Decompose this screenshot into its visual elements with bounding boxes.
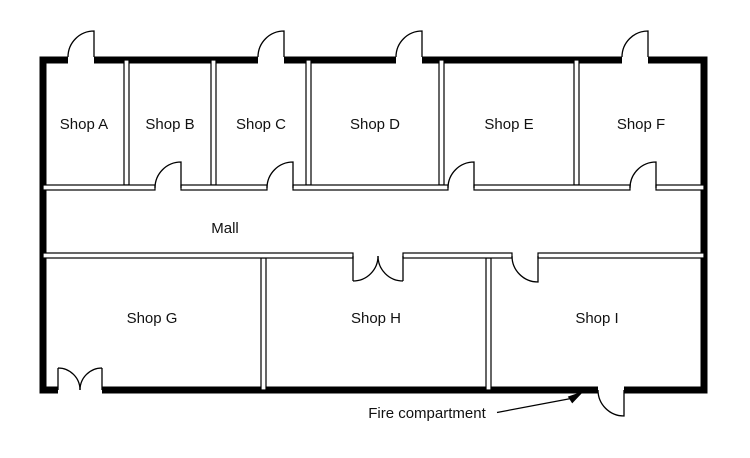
- wall-shop-e-f: [573, 59, 580, 186]
- door-shop-d-exterior-icon: [395, 30, 423, 58]
- wall-shop-g-h: [260, 257, 267, 391]
- opening-shop-a-exterior: [68, 53, 94, 64]
- interior-walls: [42, 59, 705, 391]
- door-shop-a-exterior-icon: [67, 30, 95, 58]
- fire-compartment-arrow-line: [496, 397, 572, 414]
- door-exit-exterior-icon: [597, 389, 625, 417]
- door-shop-e-mall-icon: [447, 161, 475, 189]
- fire-compartment-label: Fire compartment: [368, 405, 486, 422]
- door-shop-f-mall-icon: [629, 161, 657, 189]
- room-labels: Shop A Shop B Shop C Shop D Shop E Shop …: [60, 116, 665, 327]
- room-label-shop-d: Shop D: [350, 116, 400, 133]
- door-shop-h-mall-right-icon: [377, 255, 404, 282]
- outer-wall-openings: [58, 53, 648, 397]
- fire-compartment-callout: Fire compartment: [368, 391, 584, 422]
- wall-mall-top-segment: [292, 184, 449, 191]
- opening-shop-g-exterior: [58, 386, 102, 397]
- wall-shop-b-c: [210, 59, 217, 186]
- room-label-shop-h: Shop H: [351, 310, 401, 327]
- opening-shop-c-exterior: [258, 53, 284, 64]
- door-shop-b-mall-icon: [154, 161, 182, 189]
- wall-mall-bottom-segment: [402, 252, 513, 259]
- wall-shop-a-b: [123, 59, 130, 186]
- opening-shop-f-exterior: [622, 53, 648, 64]
- wall-mall-top-segment: [42, 184, 156, 191]
- wall-mall-top-segment: [180, 184, 268, 191]
- door-shop-h-mall-left-icon: [352, 255, 379, 282]
- wall-mall-bottom-segment: [42, 252, 354, 259]
- opening-exit-exterior: [598, 386, 624, 397]
- wall-shop-h-i: [485, 257, 492, 391]
- wall-mall-top-segment: [655, 184, 705, 191]
- room-label-shop-g: Shop G: [127, 310, 178, 327]
- wall-shop-c-d: [305, 59, 312, 186]
- room-label-shop-i: Shop I: [575, 310, 618, 327]
- room-label-mall: Mall: [211, 220, 239, 237]
- wall-shop-d-e: [438, 59, 445, 186]
- doors: [57, 30, 657, 417]
- fire-compartment-arrow-head-icon: [567, 391, 584, 404]
- wall-mall-top-segment: [473, 184, 631, 191]
- fire-compartment-wall: [39, 56, 708, 394]
- wall-mall-bottom-segment: [537, 252, 705, 259]
- opening-shop-d-exterior: [396, 53, 422, 64]
- door-shop-i-mall-icon: [511, 255, 539, 283]
- room-label-shop-b: Shop B: [145, 116, 194, 133]
- door-shop-c-mall-icon: [266, 161, 294, 189]
- door-shop-g-exterior-right-icon: [79, 367, 103, 391]
- door-shop-f-exterior-icon: [621, 30, 649, 58]
- door-shop-c-exterior-icon: [257, 30, 285, 58]
- room-label-shop-c: Shop C: [236, 116, 286, 133]
- room-label-shop-f: Shop F: [617, 116, 665, 133]
- room-label-shop-a: Shop A: [60, 116, 108, 133]
- room-label-shop-e: Shop E: [484, 116, 533, 133]
